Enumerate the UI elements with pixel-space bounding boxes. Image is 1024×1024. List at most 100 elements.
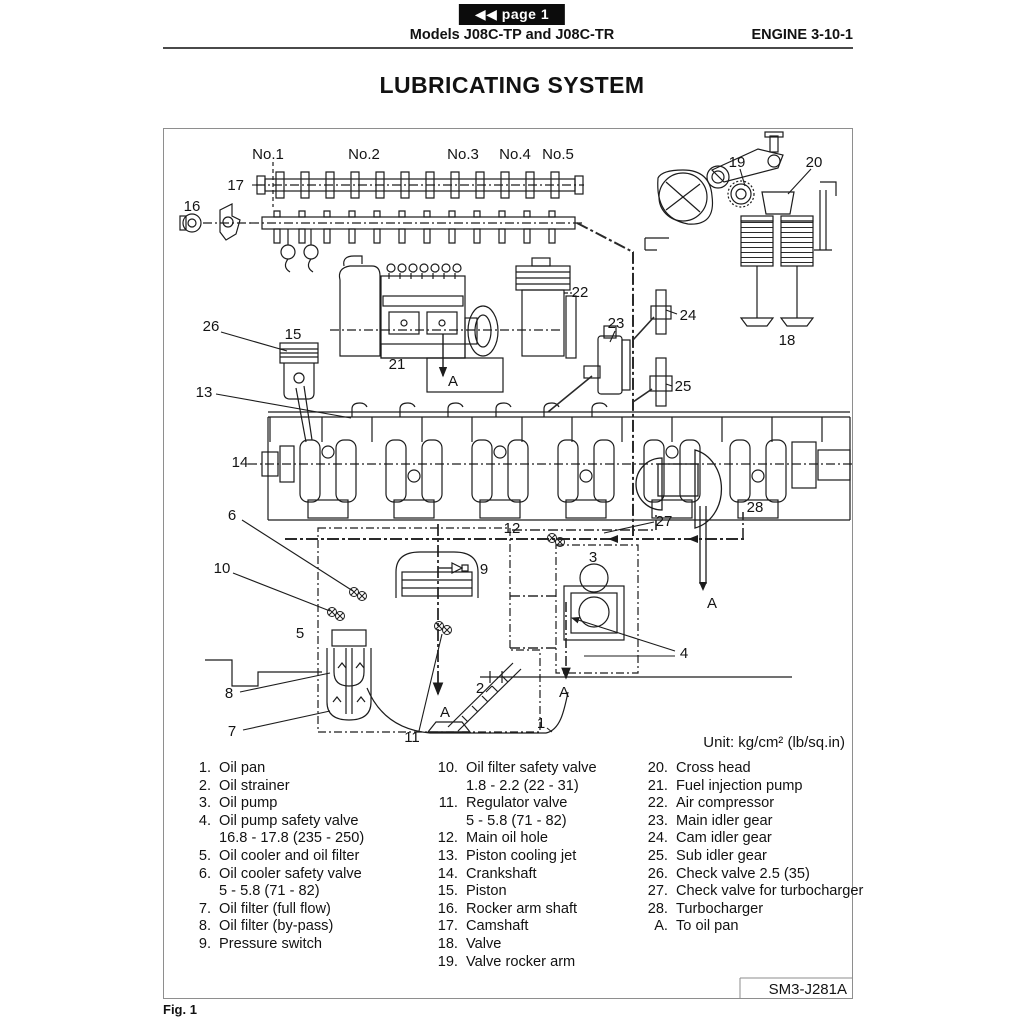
- callout-6: 6: [228, 507, 236, 524]
- callout-4: 4: [680, 645, 688, 662]
- legend-item: 28.Turbocharger: [647, 900, 764, 917]
- legend-item: 10.Oil filter safety valve: [437, 760, 597, 776]
- legend-column-2: 10.Oil filter safety valve 1.8 - 2.2 (22…: [428, 760, 597, 971]
- camshaft-drawing: [256, 162, 584, 207]
- callout-A-filter: A: [440, 704, 450, 721]
- callout-18: 18: [779, 332, 796, 349]
- check-valve-symbols: [327, 533, 565, 635]
- flow-arrows: [608, 535, 707, 591]
- drawing-code: SM3-J281A: [769, 981, 847, 998]
- cylinder-label-1: No.1: [252, 146, 284, 163]
- callout-16: 16: [184, 198, 201, 215]
- legend-item: 13.Piston cooling jet: [437, 847, 577, 864]
- drawing-code-box: [739, 977, 852, 998]
- legend-item: 2.Oil strainer: [198, 777, 290, 794]
- legend-item: 26.Check valve 2.5 (35): [647, 865, 810, 882]
- legend-item: 14.Crankshaft: [437, 865, 537, 882]
- air-compressor-drawing: [515, 257, 577, 359]
- header-rule: [163, 47, 853, 49]
- callout-A-oilpump: A: [559, 684, 569, 701]
- callout-8: 8: [225, 685, 233, 702]
- callout-20: 20: [806, 154, 823, 171]
- legend-item: 11.Regulator valve: [438, 795, 568, 812]
- figure-caption: Fig. 1: [163, 1002, 197, 1017]
- callout-A-pump-top: A: [448, 373, 458, 390]
- legend-item: 9.Pressure switch: [198, 935, 322, 952]
- callout-13: 13: [196, 384, 213, 401]
- legend-column-1: 1.Oil pan 2.Oil strainer 3.Oil pump 4.Oi…: [185, 760, 364, 954]
- legend-item: 24.Cam idler gear: [647, 830, 772, 847]
- callout-21: 21: [389, 356, 406, 373]
- legend-item: 3.Oil pump: [198, 795, 278, 812]
- callout-25: 25: [675, 378, 692, 395]
- oil-gallery-pipes: [285, 222, 745, 696]
- piston-and-block-drawing: [267, 342, 851, 520]
- lubricating-system-diagram: No.1 No.2 No.3 No.4 No.5 17 16 19 20 18 …: [179, 131, 853, 998]
- callout-24: 24: [680, 307, 697, 324]
- legend-item: 4.Oil pump safety valve: [198, 812, 359, 829]
- legend-item: 6.Oil cooler safety valve: [198, 865, 362, 882]
- callout-27: 27: [656, 513, 673, 530]
- legend-item: 5.Oil cooler and oil filter: [198, 847, 360, 864]
- callout-26: 26: [203, 318, 220, 335]
- figure-frame: [163, 128, 853, 999]
- turbocharger-drawing: [635, 449, 723, 584]
- legend-item: 20.Cross head: [647, 760, 751, 776]
- injection-pump-drawing: [330, 255, 560, 393]
- legend-item: 8.Oil filter (by-pass): [198, 918, 334, 935]
- callout-A-turbo: A: [707, 595, 717, 612]
- cylinder-label-2: No.2: [348, 146, 380, 163]
- oil-pump-drawing: [555, 544, 639, 674]
- callout-19: 19: [729, 154, 746, 171]
- callout-1: 1: [537, 715, 545, 732]
- callout-2: 2: [476, 680, 484, 697]
- cylinder-label-3: No.3: [447, 146, 479, 163]
- page-nav-badge[interactable]: ◀◀ page 1: [458, 4, 566, 25]
- legend-item: 15.Piston: [437, 883, 507, 900]
- callout-17: 17: [227, 177, 244, 194]
- page-title: LUBRICATING SYSTEM: [379, 72, 645, 98]
- callout-11: 11: [404, 729, 420, 746]
- legend-item: 7.Oil filter (full flow): [198, 900, 331, 917]
- legend-item: 16.Rocker arm shaft: [437, 900, 578, 917]
- callout-23: 23: [608, 315, 625, 332]
- rocker-arm-shaft-drawing: [179, 203, 585, 273]
- callout-12: 12: [504, 520, 521, 537]
- crankshaft-drawing: [248, 439, 853, 521]
- legend-item: 1.Oil pan: [198, 760, 266, 776]
- callout-22: 22: [572, 284, 589, 301]
- leader-lines: [215, 168, 812, 733]
- legend-item: 22.Air compressor: [647, 795, 775, 812]
- legend-item: 25.Sub idler gear: [647, 847, 767, 864]
- pressure-switch-symbol: [451, 562, 469, 574]
- legend-item: 18.Valve: [437, 935, 502, 952]
- legend-item: A.To oil pan: [654, 918, 739, 935]
- valve-train-drawing: [644, 131, 837, 327]
- legend-item: 19.Valve rocker arm: [437, 953, 576, 970]
- oil-cooler-filter-drawing: [317, 527, 541, 733]
- oil-strainer-pan-drawing: [205, 659, 792, 734]
- legend-item-sub: 1.8 - 2.2 (22 - 31): [466, 777, 579, 794]
- callout-labels: No.1 No.2 No.3 No.4 No.5 17 16 19 20 18 …: [184, 146, 823, 746]
- legend-item-sub: 5 - 5.8 (71 - 82): [219, 883, 320, 900]
- callout-10: 10: [214, 560, 231, 577]
- legend-item-sub: 16.8 - 17.8 (235 - 250): [219, 830, 365, 847]
- callout-9: 9: [480, 561, 488, 578]
- legend-column-3: 20.Cross head 21.Fuel injection pump 22.…: [634, 760, 864, 936]
- models-heading: Models J08C-TP and J08C-TR: [409, 27, 615, 43]
- legend-item: 17.Camshaft: [437, 918, 529, 935]
- callout-7: 7: [228, 723, 236, 740]
- cylinder-label-5: No.5: [542, 146, 574, 163]
- callout-15: 15: [285, 326, 302, 343]
- engine-section-code: ENGINE 3-10-1: [751, 27, 853, 43]
- callout-3: 3: [589, 549, 597, 566]
- callout-14: 14: [232, 454, 249, 471]
- legend-item: 23.Main idler gear: [647, 812, 773, 829]
- cylinder-label-4: No.4: [499, 146, 531, 163]
- legend-item: 27.Check valve for turbocharger: [647, 883, 864, 900]
- callout-5: 5: [296, 625, 304, 642]
- legend-item: 12.Main oil hole: [437, 830, 548, 847]
- callout-28: 28: [747, 499, 764, 516]
- idler-gears-drawing: [583, 289, 673, 407]
